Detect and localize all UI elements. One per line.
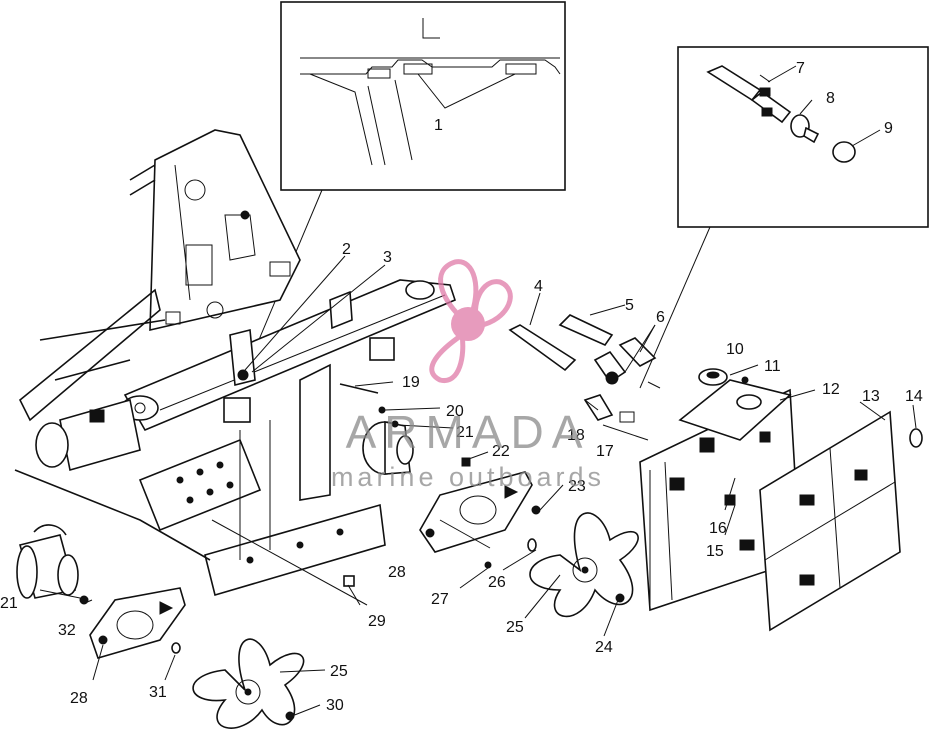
watermark: ARMADA marine outboards — [331, 259, 605, 492]
callout-21-lower: 21 — [0, 595, 18, 612]
o-ring — [909, 428, 923, 448]
callout-8: 8 — [826, 90, 835, 107]
callout-14: 14 — [905, 388, 923, 405]
callout-25-upper: 25 — [506, 619, 524, 636]
fan-blade — [192, 638, 305, 729]
callout-6: 6 — [656, 309, 665, 326]
callout-29: 29 — [368, 613, 386, 630]
radiator-cap — [698, 368, 762, 410]
connector-detail-box — [677, 46, 929, 228]
callout-17: 17 — [596, 443, 614, 460]
callout-4: 4 — [534, 278, 543, 295]
watermark-tagline: marine outboards — [331, 462, 605, 492]
callout-19: 19 — [402, 374, 420, 391]
callout-26: 26 — [488, 574, 506, 591]
callout-30: 30 — [326, 697, 344, 714]
callout-22: 22 — [492, 443, 510, 460]
fan-motor-bracket — [89, 587, 186, 659]
watermark-brand: ARMADA — [346, 406, 591, 458]
fan-motor — [362, 421, 414, 475]
callout-25-lower: 25 — [330, 663, 348, 680]
propeller-logo-icon — [429, 259, 513, 383]
callout-18: 18 — [567, 427, 585, 444]
callout-23: 23 — [568, 478, 586, 495]
radiator-screen — [759, 410, 901, 632]
callout-32: 32 — [58, 622, 76, 639]
callout-12: 12 — [822, 381, 840, 398]
callout-1: 1 — [434, 117, 443, 134]
callout-7: 7 — [796, 60, 805, 77]
callout-5: 5 — [625, 297, 634, 314]
callout-10: 10 — [726, 341, 744, 358]
callout-16: 16 — [709, 520, 727, 537]
callout-15: 15 — [706, 543, 724, 560]
callout-20: 20 — [446, 403, 464, 420]
callout-3: 3 — [383, 249, 392, 266]
frame — [14, 129, 456, 597]
callout-28-lower: 28 — [70, 690, 88, 707]
callout-11: 11 — [764, 358, 781, 375]
radiator — [639, 379, 801, 612]
inset-detail-box — [280, 1, 566, 191]
callout-13: 13 — [862, 388, 880, 405]
callout-9: 9 — [884, 120, 893, 137]
callout-21-upper: 21 — [456, 424, 474, 441]
callout-2: 2 — [342, 241, 351, 258]
callout-labels: 1 2 3 4 5 6 7 8 9 10 11 12 13 14 15 16 1… — [0, 60, 923, 714]
callout-27: 27 — [431, 591, 449, 608]
fan-motor-bracket — [419, 471, 541, 553]
callout-31: 31 — [149, 684, 167, 701]
callout-28-upper: 28 — [388, 564, 406, 581]
fan-motor — [16, 524, 89, 605]
callout-24: 24 — [595, 639, 613, 656]
leader-lines — [39, 74, 917, 717]
fan-blade — [527, 512, 639, 618]
